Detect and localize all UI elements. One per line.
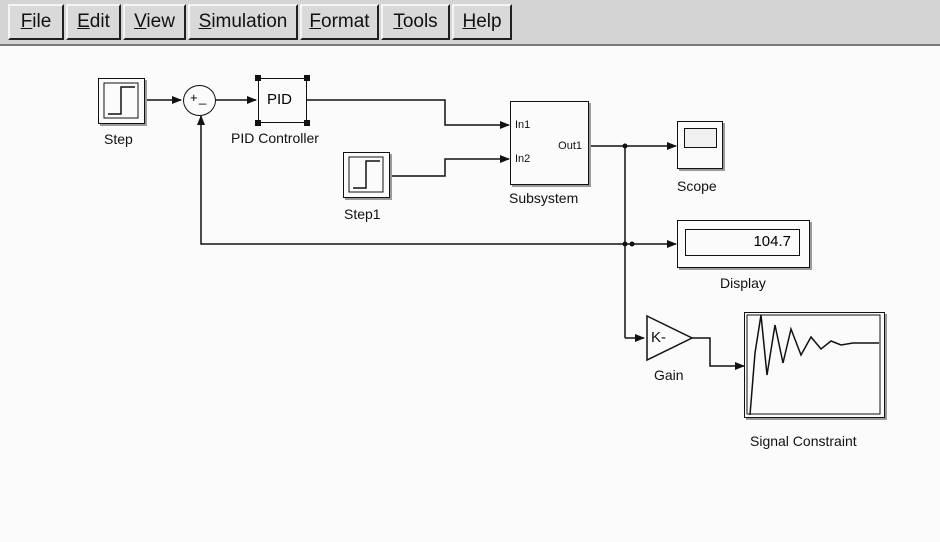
menu-help[interactable]: Help — [452, 4, 512, 40]
pid-controller-label: PID Controller — [231, 130, 319, 146]
line-step1-to-in2 — [390, 155, 510, 177]
response-curve-icon — [746, 314, 881, 416]
display-block[interactable]: 104.7 — [677, 220, 810, 268]
gain-label: Gain — [654, 367, 684, 383]
selection-handle[interactable] — [255, 120, 261, 126]
menu-simulation[interactable]: Simulation — [188, 4, 298, 40]
line-pid-to-in1 — [307, 99, 510, 129]
branch-point — [622, 241, 628, 247]
menu-bar: File Edit View Simulation Format Tools H… — [0, 0, 940, 46]
gain-block-text: K- — [651, 329, 666, 346]
signal-constraint-label: Signal Constraint — [750, 433, 857, 449]
line-feedback — [197, 115, 625, 245]
model-canvas[interactable]: Step + _ PID PID Controller Step1 In1 In… — [0, 48, 940, 542]
subsystem-block[interactable]: In1 In2 Out1 — [510, 101, 589, 185]
signal-constraint-block[interactable] — [744, 312, 885, 418]
sum-minus-sign: _ — [199, 90, 207, 105]
pid-controller-block[interactable]: PID — [255, 75, 310, 126]
scope-screen-icon — [684, 128, 717, 148]
step1-block[interactable] — [343, 152, 390, 198]
gain-block[interactable] — [645, 314, 695, 362]
branch-point — [629, 241, 635, 247]
display-value-box: 104.7 — [685, 229, 800, 256]
step-signal-icon — [348, 156, 384, 193]
pid-block-text: PID — [267, 91, 293, 108]
selection-handle[interactable] — [304, 75, 310, 81]
display-value: 104.7 — [753, 233, 791, 250]
subsystem-in2-port-label: In2 — [515, 153, 531, 165]
menu-file[interactable]: File — [8, 4, 64, 40]
menu-edit[interactable]: Edit — [66, 4, 121, 40]
menu-view[interactable]: View — [123, 4, 186, 40]
menu-tools[interactable]: Tools — [381, 4, 450, 40]
line-gain-to-constraint — [692, 337, 745, 370]
menu-format[interactable]: Format — [300, 4, 379, 40]
signal-lines — [145, 96, 745, 370]
branch-point — [622, 143, 628, 149]
sum-block[interactable]: + _ — [183, 85, 216, 116]
step-block[interactable] — [98, 78, 145, 124]
scope-block[interactable] — [677, 121, 723, 169]
scope-label: Scope — [677, 178, 717, 194]
selection-handle[interactable] — [255, 75, 261, 81]
step-signal-icon — [103, 82, 139, 119]
subsystem-out1-port-label: Out1 — [558, 140, 582, 152]
sum-plus-sign: + — [190, 90, 198, 105]
subsystem-label: Subsystem — [509, 190, 579, 206]
subsystem-in1-port-label: In1 — [515, 119, 531, 131]
display-label: Display — [720, 275, 766, 291]
selection-handle[interactable] — [304, 120, 310, 126]
step-label: Step — [104, 131, 133, 147]
step1-label: Step1 — [344, 206, 381, 222]
